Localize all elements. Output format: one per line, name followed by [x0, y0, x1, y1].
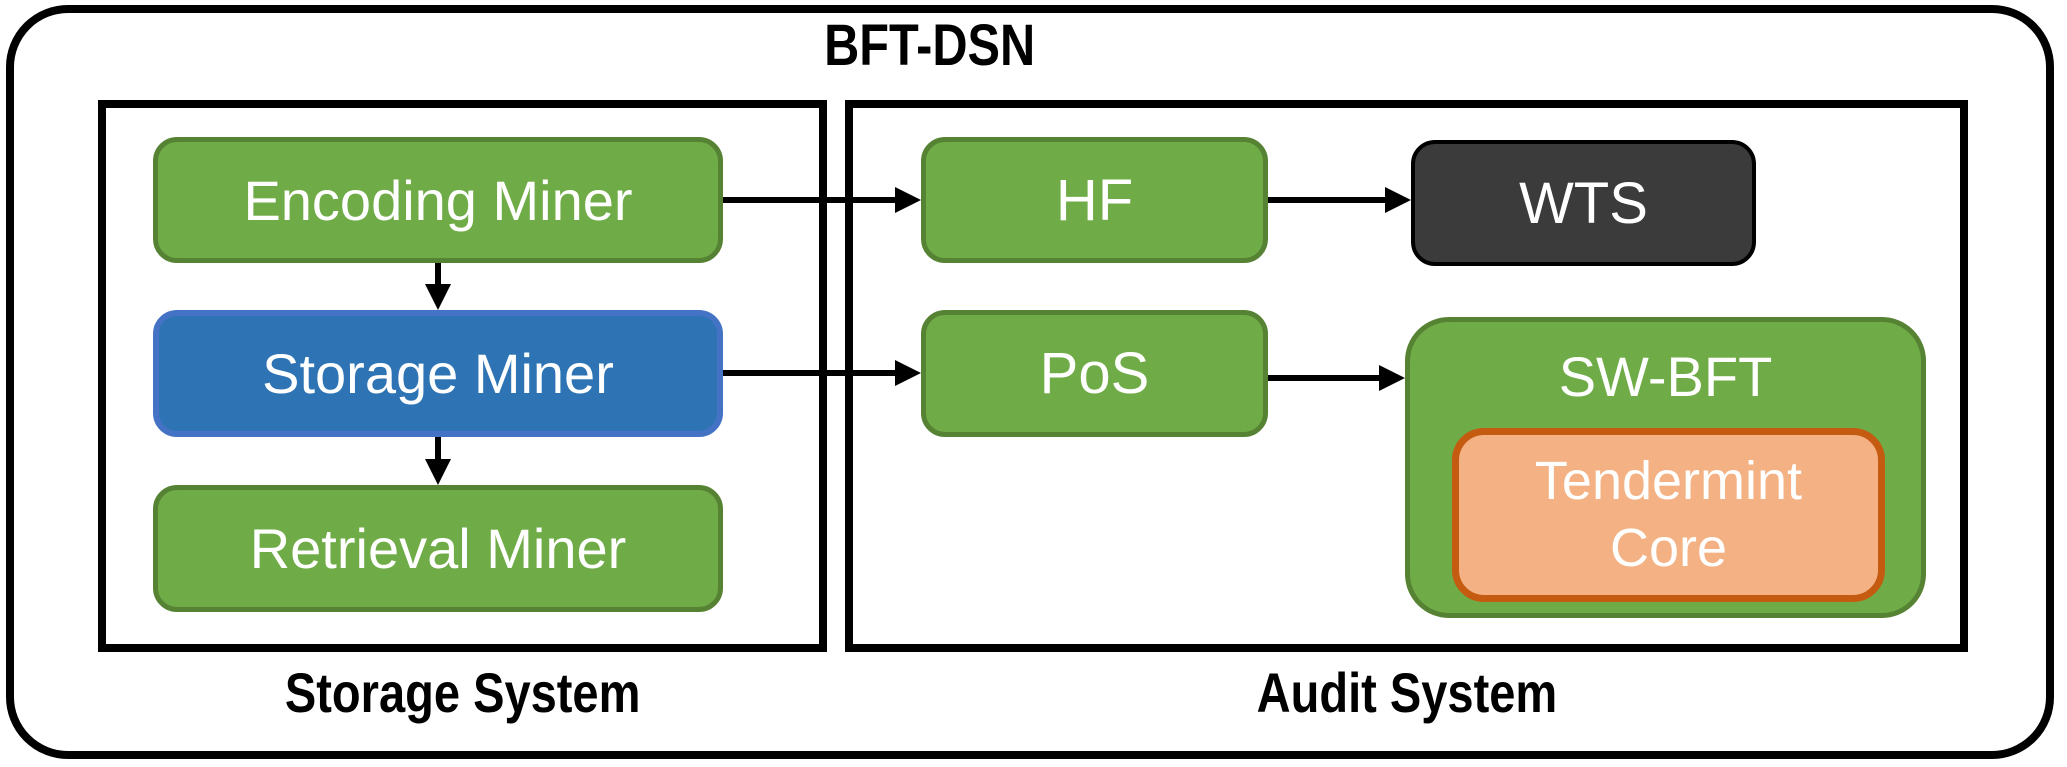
diagram-title-text: BFT-DSN — [824, 13, 1036, 78]
sw-bft-label: SW-BFT — [1558, 344, 1773, 408]
arrow-pos-to-sw-bft — [1268, 365, 1405, 391]
hf-label: HF — [1055, 167, 1134, 233]
audit-system-label-text: Audit System — [1256, 661, 1557, 724]
storage-system-label: Storage System — [98, 660, 827, 725]
sw-bft-label-row: SW-BFT — [1410, 322, 1921, 430]
retrieval-miner-label: Retrieval Miner — [249, 517, 627, 580]
diagram-title: BFT-DSN — [0, 12, 1860, 79]
node-pos: PoS — [921, 310, 1268, 437]
arrow-hf-to-wts — [1268, 187, 1411, 213]
node-tendermint-core: Tendermint Core — [1452, 428, 1885, 602]
node-retrieval-miner: Retrieval Miner — [153, 485, 723, 612]
audit-system-label: Audit System — [845, 660, 1968, 725]
storage-system-label-text: Storage System — [284, 661, 641, 724]
encoding-miner-label: Encoding Miner — [243, 168, 633, 232]
arrow-encoding-miner-to-storage-miner — [425, 263, 451, 310]
node-sw-bft: SW-BFT Tendermint Core — [1405, 317, 1926, 618]
arrow-storage-miner-to-pos — [723, 360, 921, 386]
pos-label: PoS — [1039, 341, 1150, 406]
node-wts: WTS — [1411, 140, 1756, 266]
node-hf: HF — [921, 137, 1268, 263]
storage-miner-label: Storage Miner — [262, 342, 614, 405]
arrow-storage-miner-to-retrieval-miner — [425, 437, 451, 485]
node-encoding-miner: Encoding Miner — [153, 137, 723, 263]
node-storage-miner: Storage Miner — [153, 310, 723, 437]
wts-label: WTS — [1519, 170, 1648, 236]
tendermint-core-label: Tendermint Core — [1534, 450, 1803, 579]
arrow-encoding-miner-to-hf — [723, 187, 921, 213]
